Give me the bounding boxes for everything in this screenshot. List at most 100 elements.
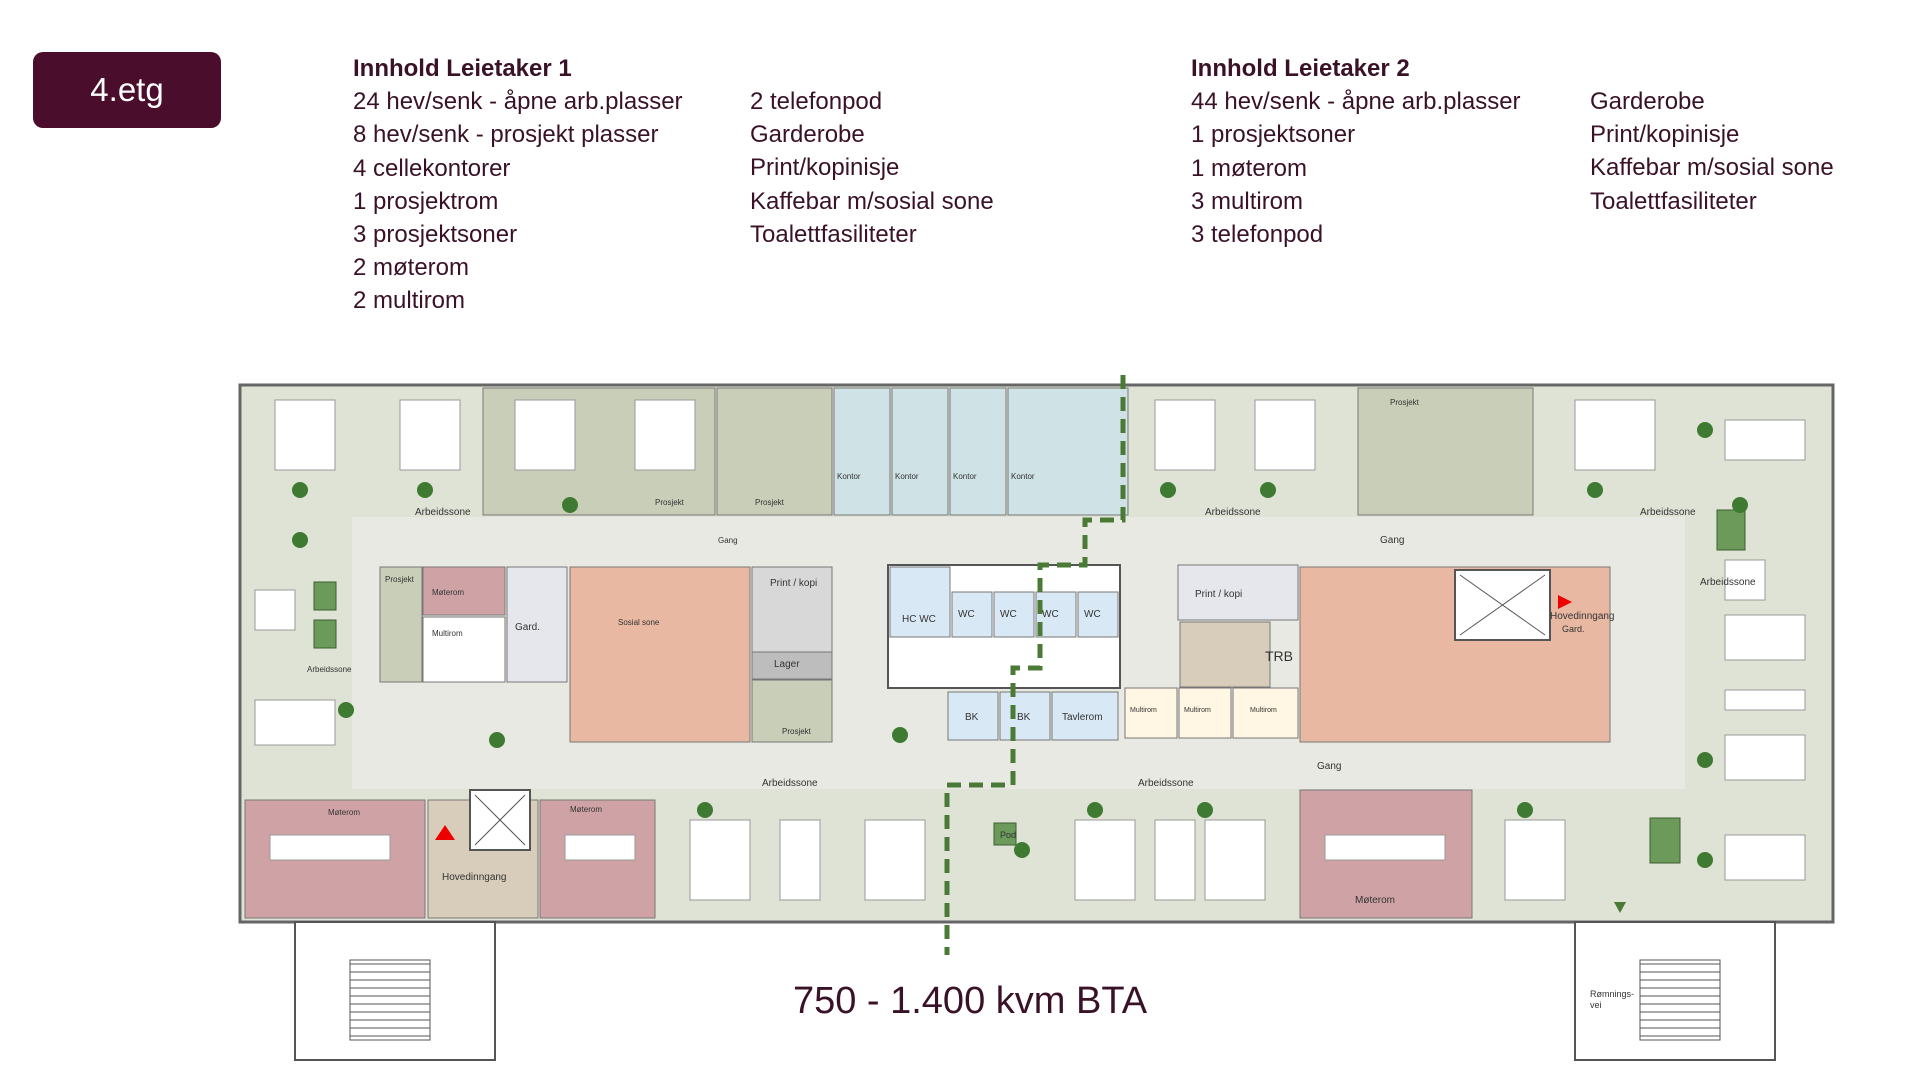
project-room-small <box>716 387 833 516</box>
label-romningsvei: Rømnings- <box>1590 989 1634 999</box>
label-prosjekt: Prosjekt <box>755 498 785 507</box>
multiroom-t2-3 <box>1232 687 1299 739</box>
project-small-core <box>379 566 423 683</box>
label-multirom: Multirom <box>432 629 463 638</box>
label-prosjekt: Prosjekt <box>385 575 415 584</box>
label-moterom: Møterom <box>328 808 360 817</box>
tenant1-heading: Innhold Leietaker 1 <box>353 55 572 82</box>
list-item: Toalettfasiliteter <box>750 220 917 248</box>
label-pod: Pod <box>1000 830 1016 840</box>
bk-1 <box>947 691 999 741</box>
multiroom-core <box>422 616 506 683</box>
tavlerom <box>1051 691 1119 741</box>
label-prosjekt: Prosjekt <box>1390 398 1420 407</box>
list-item: 1 møterom <box>1191 154 1308 182</box>
escape-arrow-icon <box>1614 902 1626 913</box>
label-wc: WC <box>958 609 975 620</box>
label-moterom: Møterom <box>432 588 464 597</box>
label-kontor: Kontor <box>1011 472 1035 481</box>
label-arbeidssone: Arbeidssone <box>307 665 352 674</box>
multiroom-t2-2 <box>1178 687 1232 739</box>
label-lager: Lager <box>774 659 800 670</box>
label-hc-wc: HC WC <box>902 614 936 625</box>
storage-room <box>751 651 833 680</box>
hc-wc <box>889 566 951 638</box>
list-item: 1 prosjektsoner <box>1191 121 1356 149</box>
list-item: 4 cellekontorer <box>353 154 511 182</box>
plants <box>292 422 1748 868</box>
list-item: Print/kopinisje <box>750 154 900 182</box>
stair-trb <box>1179 621 1271 688</box>
label-gang: Gang <box>1317 761 1341 772</box>
tenant2-heading: Innhold Leietaker 2 <box>1191 55 1410 82</box>
label-moterom: Møterom <box>1355 895 1395 906</box>
wc-3 <box>1035 591 1077 638</box>
wc-2 <box>993 591 1035 638</box>
tenant1-list-col2: 2 telefonpod Garderobe Print/kopinisje K… <box>750 85 994 251</box>
label-wc: WC <box>1000 609 1017 620</box>
label-arbeidssone: Arbeidssone <box>762 778 818 789</box>
area-text: 750 - 1.400 kvm BTA <box>792 980 1148 1022</box>
label-multirom: Multirom <box>1130 707 1157 714</box>
list-item: Kaffebar m/sosial sone <box>750 187 994 215</box>
label-gang: Gang <box>1380 535 1404 546</box>
label-kontor: Kontor <box>895 472 919 481</box>
label-prosjekt: Prosjekt <box>655 498 685 507</box>
project-zone-t2 <box>1357 387 1534 516</box>
office-4 <box>1007 387 1129 516</box>
label-prosjekt: Prosjekt <box>782 727 812 736</box>
label-wc: WC <box>1042 609 1059 620</box>
elevator-t2 <box>1454 569 1551 641</box>
stairs-left <box>349 959 431 1041</box>
list-item: 3 prosjektsoner <box>353 221 518 249</box>
label-trb: TRB <box>1265 648 1293 664</box>
label-gang: Gang <box>718 536 738 545</box>
tenant2-list-col2: Garderobe Print/kopinisje Kaffebar m/sos… <box>1590 85 1834 218</box>
office-3 <box>949 387 1007 516</box>
label-gard: Gard. <box>515 622 540 633</box>
label-arbeidssone: Arbeidssone <box>1640 507 1696 518</box>
label-moterom: Møterom <box>570 805 602 814</box>
label-arbeidssone: Arbeidssone <box>415 507 471 518</box>
label-tavlerom: Tavlerom <box>1062 712 1103 723</box>
list-item: 3 multirom <box>1191 187 1304 215</box>
label-print-kopi: Print / kopi <box>1195 589 1242 600</box>
tenant1-list-col1: Innhold Leietaker 1 24 hev/senk - åpne a… <box>353 52 683 318</box>
label-kontor: Kontor <box>837 472 861 481</box>
label-arbeidssone: Arbeidssone <box>1205 507 1261 518</box>
label-multirom: Multirom <box>1250 707 1277 714</box>
wardrobe-core <box>506 566 568 683</box>
project-small-2 <box>751 679 833 743</box>
list-item: 2 multirom <box>353 287 466 315</box>
label-wc: WC <box>1084 609 1101 620</box>
office-2 <box>891 387 949 516</box>
label-arbeidssone: Arbeidssone <box>1700 577 1756 588</box>
floor-badge: 4.etg <box>33 52 221 128</box>
multiroom-t2-1 <box>1124 687 1178 739</box>
bk-2 <box>999 691 1051 741</box>
label-bk: BK <box>965 712 979 723</box>
wc-1 <box>951 591 993 638</box>
list-item: Garderobe <box>1590 88 1705 115</box>
entrance-arrow-icon <box>1558 595 1572 609</box>
label-kontor: Kontor <box>953 472 977 481</box>
desk-clusters <box>254 399 1806 901</box>
list-item: Kaffebar m/sosial sone <box>1590 154 1834 182</box>
label-hovedinngang-gard: Gard. <box>1562 624 1585 634</box>
elevator-cross <box>474 794 526 846</box>
entrance-arrow-icon <box>435 825 455 840</box>
label-bk: BK <box>1017 712 1031 723</box>
label-arbeidssone: Arbeidssone <box>1138 778 1194 789</box>
pods <box>313 509 1746 864</box>
list-item: 3 telefonpod <box>1191 221 1324 249</box>
list-item: 2 møterom <box>353 254 470 282</box>
label-hovedinngang: Hovedinngang <box>1550 611 1615 622</box>
meeting-core <box>422 566 506 616</box>
list-item: 44 hev/senk - åpne arb.plasser <box>1191 88 1521 116</box>
office-1 <box>833 387 891 516</box>
list-item: 8 hev/senk - prosjekt plasser <box>353 121 659 149</box>
wc-4 <box>1077 591 1119 638</box>
label-romningsvei: vei <box>1590 1000 1602 1010</box>
label-print-kopi: Print / kopi <box>770 578 817 589</box>
